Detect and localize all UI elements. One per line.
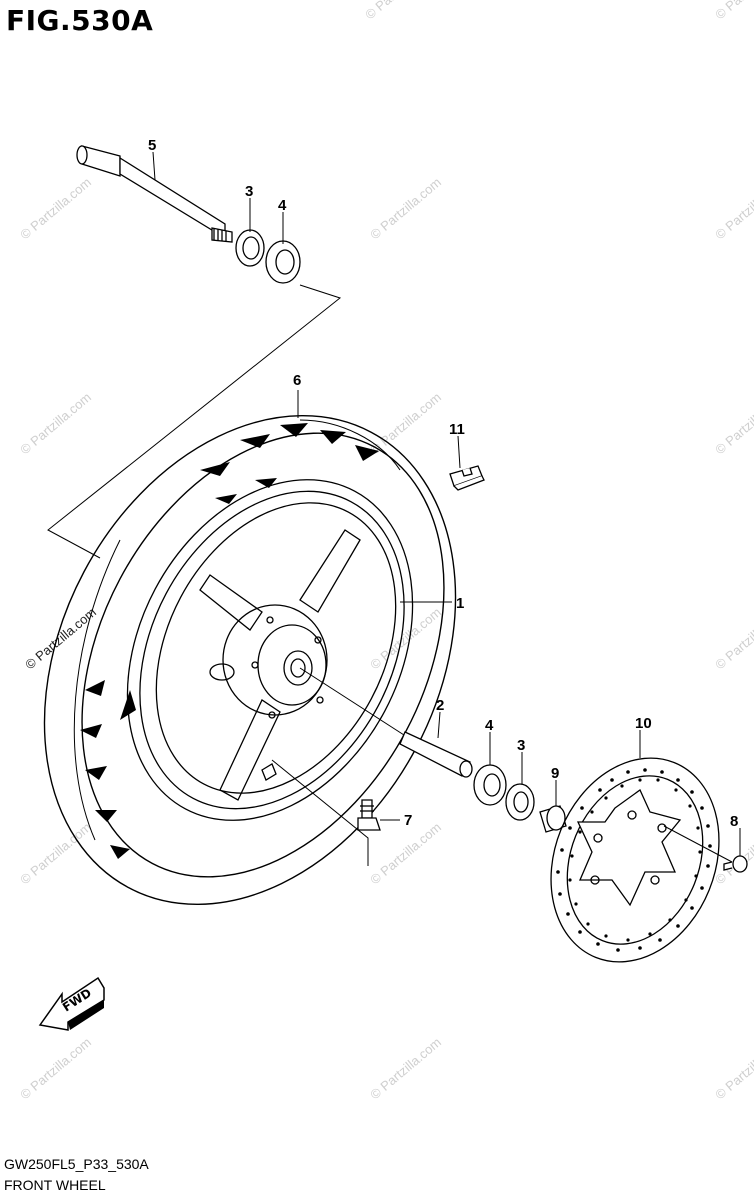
callout-5: 7 (404, 812, 412, 829)
watermark: © Partzilla.com (17, 174, 94, 242)
watermark: © Partzilla.com (367, 604, 444, 672)
valve (357, 799, 381, 831)
callout-9: 10 (635, 715, 652, 732)
bearing-upper (265, 240, 301, 284)
axle (76, 145, 233, 243)
watermark: © Partzilla.com (17, 1034, 94, 1102)
figure-name: FRONT WHEEL (4, 1177, 106, 1193)
rim (126, 479, 414, 821)
callout-10: 8 (730, 813, 738, 830)
brake-disc (550, 757, 720, 963)
watermark: © Partzilla.com (17, 819, 94, 887)
fwd-arrow: FWD (38, 976, 105, 1031)
callout-3: 3 (517, 737, 525, 754)
figure-code: GW250FL5_P33_530A (4, 1156, 149, 1172)
watermark: © Partzilla.com (712, 1034, 754, 1102)
callout-7: 5 (148, 137, 156, 154)
watermark: © Partzilla.com (22, 604, 99, 672)
oil-seal-lower (505, 783, 535, 821)
tire (43, 414, 457, 906)
bearing-lower (473, 764, 507, 806)
callout-4: 4 (278, 197, 287, 214)
figure-title: FIG.530A (6, 4, 154, 37)
watermark: © Partzilla.com (362, 0, 439, 22)
callout-1: 1 (456, 595, 464, 612)
callout-11: 11 (449, 421, 465, 438)
disc-bolt (723, 855, 748, 873)
watermark: © Partzilla.com (367, 1034, 444, 1102)
spacer (399, 731, 473, 778)
oil-seal-upper (235, 229, 265, 267)
watermark: © Partzilla.com (712, 389, 754, 457)
watermark: © Partzilla.com (712, 174, 754, 242)
callout-4: 4 (485, 717, 494, 734)
callout-3: 3 (245, 183, 253, 200)
watermark: © Partzilla.com (17, 389, 94, 457)
balancer-weight (449, 465, 485, 491)
callout-6: 6 (293, 372, 301, 389)
callout-8: 9 (551, 765, 559, 782)
watermark: © Partzilla.com (712, 0, 754, 22)
watermark: © Partzilla.com (712, 604, 754, 672)
leader-lines (47, 151, 741, 866)
callouts: 5 3 4 6 11 1 2 4 3 9 10 8 7 (148, 137, 738, 830)
collar (539, 805, 567, 833)
watermark: © Partzilla.com (367, 174, 444, 242)
callout-2: 2 (436, 697, 444, 714)
